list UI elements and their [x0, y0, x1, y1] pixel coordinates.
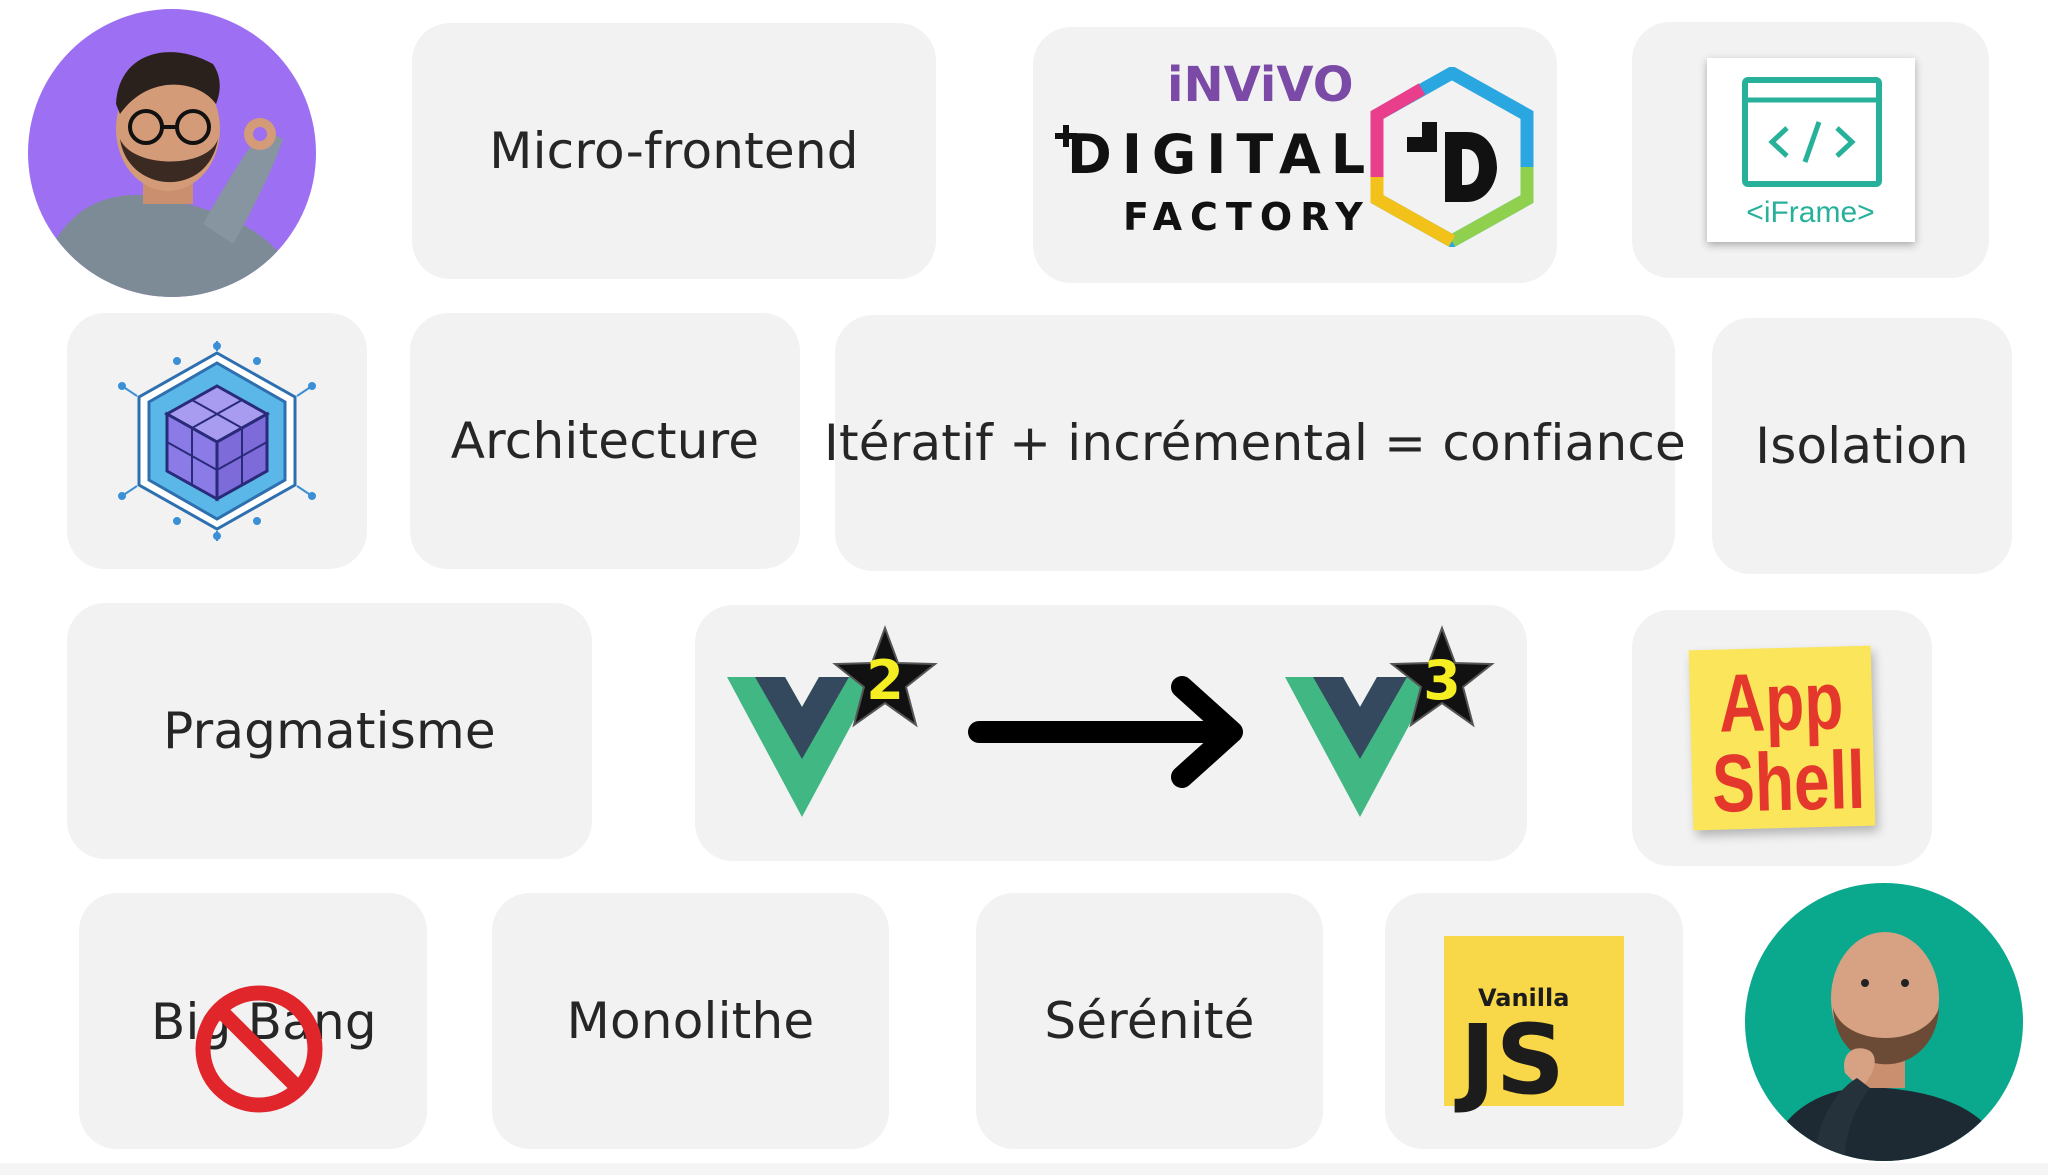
isolation-label: Isolation [1755, 417, 1969, 475]
js-label: JS [1460, 1004, 1565, 1116]
card-vanilla-js: Vanilla JS [1385, 893, 1683, 1149]
plus-mark-icon [1055, 125, 1077, 147]
serenite-label: Sérénité [1044, 992, 1255, 1050]
star-badge-icon [832, 625, 938, 728]
code-window-icon [1741, 77, 1882, 187]
card-architecture: Architecture [410, 313, 800, 569]
prohibited-icon [195, 985, 323, 1113]
card-architecture-icon [67, 313, 367, 569]
cube-architecture-icon [118, 341, 316, 541]
vue-version-to: 3 [1423, 649, 1461, 712]
factory-wordmark: FACTORY [1123, 195, 1371, 239]
iframe-logo: <iFrame> [1706, 58, 1915, 242]
architecture-label: Architecture [450, 412, 760, 470]
app-shell-sticky-note: App Shell [1688, 645, 1876, 831]
pragmatisme-label: Pragmatisme [163, 702, 496, 760]
card-pragmatisme: Pragmatisme [67, 603, 592, 859]
card-micro-frontend: Micro-frontend [412, 23, 936, 279]
invivo-digital-factory-logo: iNViVO DIGITAL FACTORY [1055, 55, 1535, 255]
digital-wordmark: DIGITAL [1067, 123, 1376, 186]
card-iteratif-incremental: Itératif + incrémental = confiance [824, 315, 1686, 571]
arrow-right-icon [968, 676, 1243, 788]
invivo-wordmark: iNViVO [1167, 57, 1354, 113]
avatar-speaker-right [1745, 883, 2023, 1161]
vue-logo-icon [727, 677, 877, 817]
bottom-strip [0, 1163, 2048, 1175]
vue-version-from: 2 [866, 649, 904, 712]
person-left-icon [38, 52, 308, 297]
card-iframe: <iFrame> [1632, 22, 1989, 278]
vanilla-label: Vanilla [1478, 984, 1570, 1012]
card-vue-migration: 2 3 [695, 605, 1527, 861]
card-isolation: Isolation [1712, 318, 2012, 574]
monolithe-label: Monolithe [566, 992, 815, 1050]
person-right-icon [1767, 932, 2008, 1161]
card-app-shell: App Shell [1632, 610, 1932, 866]
iteratif-label: Itératif + incrémental = confiance [824, 414, 1687, 472]
vue-logo-icon [1285, 677, 1435, 817]
micro-frontend-label: Micro-frontend [489, 122, 859, 180]
big-bang-label: Big Bang [151, 993, 377, 1051]
card-invivo-digital-factory: iNViVO DIGITAL FACTORY [1033, 27, 1557, 283]
card-big-bang: Big Bang [79, 893, 427, 1149]
iframe-label: <iFrame> [1746, 196, 1875, 229]
star-badge-icon [1389, 625, 1495, 728]
app-shell-line2: Shell [1711, 734, 1867, 830]
vanilla-js-logo: Vanilla JS [1444, 936, 1624, 1116]
hexagon-d-logo-icon [1370, 67, 1534, 247]
avatar-speaker-left [28, 9, 316, 297]
card-monolithe: Monolithe [492, 893, 889, 1149]
card-serenite: Sérénité [976, 893, 1323, 1149]
